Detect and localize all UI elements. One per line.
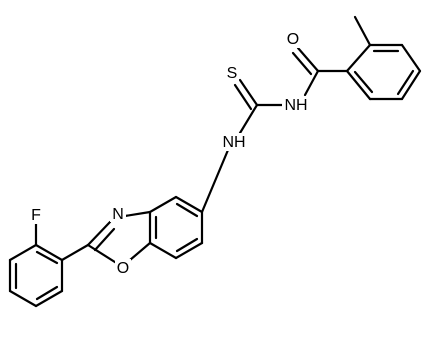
- bond: [35, 250, 59, 265]
- carbonyl-oxygen-label: O: [287, 31, 299, 48]
- fluorine-atom-label: F: [31, 207, 41, 224]
- bond: [353, 15, 372, 47]
- oxazole-oxygen-label: O: [117, 260, 129, 277]
- bond: [123, 210, 152, 218]
- bond: [86, 220, 112, 247]
- bond: [175, 237, 199, 253]
- bond: [303, 69, 320, 97]
- bond: [34, 243, 64, 262]
- bond: [93, 227, 116, 252]
- bond: [400, 43, 422, 73]
- bond: [8, 243, 38, 262]
- bond: [86, 243, 120, 266]
- bond: [148, 241, 178, 260]
- bond: [291, 51, 313, 76]
- oxazole-nitrogen-label: N: [112, 206, 124, 223]
- atom-labels: F N O S NH NH O: [29, 30, 310, 277]
- bond: [296, 46, 320, 73]
- bond: [400, 69, 422, 101]
- bond: [8, 289, 38, 308]
- amine-nh-label: NH: [222, 134, 245, 151]
- bond: [174, 241, 204, 260]
- bond: [148, 195, 178, 214]
- bond: [238, 78, 259, 107]
- bond: [238, 103, 259, 135]
- bond: [345, 69, 372, 101]
- bond: [60, 243, 90, 262]
- bond: [174, 195, 204, 214]
- bond: [128, 241, 152, 262]
- bond: [396, 69, 415, 96]
- amide-nh-label: NH: [284, 97, 307, 114]
- thiocarbonyl-sulfur-label: S: [227, 65, 238, 82]
- bond: [35, 285, 59, 301]
- bond: [345, 43, 372, 73]
- bond: [175, 202, 199, 218]
- bond: [34, 289, 64, 308]
- bonds: [8, 15, 422, 308]
- bond: [353, 70, 374, 94]
- bond: [233, 83, 253, 111]
- bond: [200, 148, 230, 214]
